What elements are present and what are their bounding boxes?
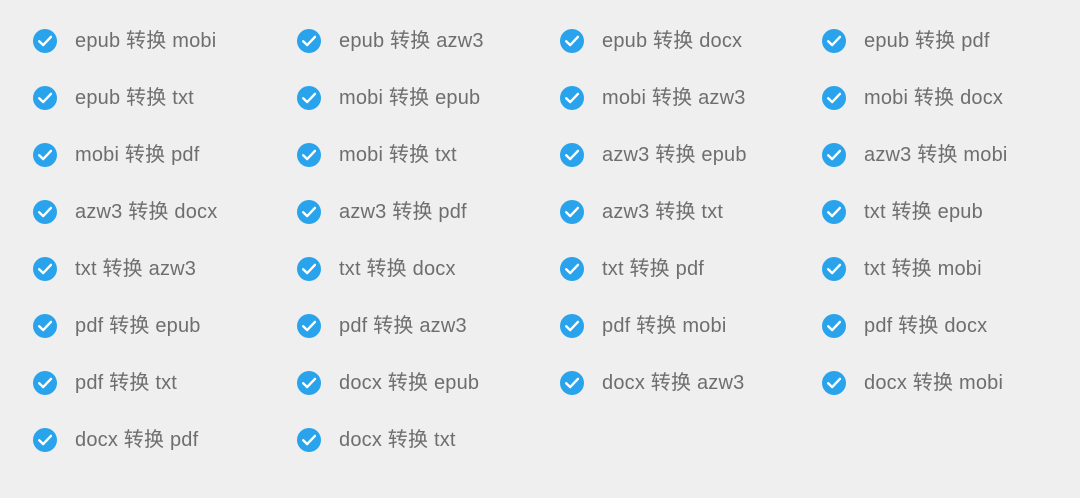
feature-item-label: txt 转换 pdf: [602, 258, 705, 280]
feature-item[interactable]: docx 转换 pdf: [33, 427, 198, 453]
feature-item-label: mobi 转换 txt: [339, 144, 457, 166]
feature-item-label: mobi 转换 docx: [864, 87, 1004, 109]
feature-item-label: pdf 转换 txt: [75, 372, 178, 394]
check-circle-icon[interactable]: [560, 200, 584, 224]
check-circle-icon[interactable]: [560, 257, 584, 281]
feature-item-label: docx 转换 mobi: [864, 372, 1004, 394]
check-circle-icon[interactable]: [560, 29, 584, 53]
feature-item-label: mobi 转换 pdf: [75, 144, 200, 166]
check-circle-icon[interactable]: [297, 428, 321, 452]
check-circle-icon[interactable]: [822, 371, 846, 395]
feature-item[interactable]: docx 转换 azw3: [560, 370, 744, 396]
check-circle-icon[interactable]: [33, 428, 57, 452]
check-circle-icon[interactable]: [33, 29, 57, 53]
feature-item[interactable]: epub 转换 azw3: [297, 28, 484, 54]
feature-item-label: docx 转换 txt: [339, 429, 456, 451]
check-circle-icon[interactable]: [297, 371, 321, 395]
feature-item-label: mobi 转换 azw3: [602, 87, 746, 109]
feature-item-label: docx 转换 epub: [339, 372, 480, 394]
feature-item-label: epub 转换 mobi: [75, 30, 217, 52]
check-circle-icon[interactable]: [33, 86, 57, 110]
check-circle-icon[interactable]: [560, 314, 584, 338]
feature-item-label: txt 转换 epub: [864, 201, 983, 223]
feature-item[interactable]: txt 转换 pdf: [560, 256, 704, 282]
feature-item-label: epub 转换 txt: [75, 87, 194, 109]
feature-column-1: epub 转换 mobi epub 转换 txt mobi 转换 pdf azw3 转…: [33, 0, 283, 498]
check-circle-icon[interactable]: [560, 371, 584, 395]
check-circle-icon[interactable]: [822, 257, 846, 281]
feature-item-label: pdf 转换 epub: [75, 315, 201, 337]
feature-item-label: epub 转换 docx: [602, 30, 743, 52]
feature-item[interactable]: txt 转换 mobi: [822, 256, 982, 282]
feature-item[interactable]: pdf 转换 epub: [33, 313, 201, 339]
check-circle-icon[interactable]: [297, 29, 321, 53]
feature-item-label: azw3 转换 txt: [602, 201, 724, 223]
check-circle-icon[interactable]: [33, 200, 57, 224]
check-circle-icon[interactable]: [33, 314, 57, 338]
feature-item[interactable]: epub 转换 txt: [33, 85, 194, 111]
feature-item[interactable]: azw3 转换 txt: [560, 199, 723, 225]
feature-item[interactable]: azw3 转换 mobi: [822, 142, 1008, 168]
feature-item[interactable]: docx 转换 txt: [297, 427, 456, 453]
feature-item-label: pdf 转换 mobi: [602, 315, 727, 337]
feature-item[interactable]: docx 转换 mobi: [822, 370, 1003, 396]
feature-item-label: docx 转换 pdf: [75, 429, 199, 451]
feature-item-label: docx 转换 azw3: [602, 372, 745, 394]
feature-item-label: txt 转换 docx: [339, 258, 456, 280]
feature-column-3: epub 转换 docx mobi 转换 azw3 azw3 转换 epub azw3…: [560, 0, 810, 498]
feature-item[interactable]: mobi 转换 epub: [297, 85, 480, 111]
feature-item[interactable]: azw3 转换 pdf: [297, 199, 467, 225]
feature-item[interactable]: pdf 转换 docx: [822, 313, 987, 339]
feature-item[interactable]: docx 转换 epub: [297, 370, 479, 396]
feature-item[interactable]: mobi 转换 txt: [297, 142, 457, 168]
feature-item-label: azw3 转换 epub: [602, 144, 747, 166]
feature-item-label: azw3 转换 docx: [75, 201, 218, 223]
check-circle-icon[interactable]: [297, 143, 321, 167]
check-circle-icon[interactable]: [822, 29, 846, 53]
feature-column-4: epub 转换 pdf mobi 转换 docx azw3 转换 mobi txt 转…: [822, 0, 1072, 498]
feature-item[interactable]: txt 转换 epub: [822, 199, 983, 225]
check-circle-icon[interactable]: [297, 314, 321, 338]
feature-item[interactable]: epub 转换 pdf: [822, 28, 990, 54]
check-circle-icon[interactable]: [560, 86, 584, 110]
check-circle-icon[interactable]: [33, 371, 57, 395]
feature-item[interactable]: txt 转换 docx: [297, 256, 456, 282]
check-circle-icon[interactable]: [297, 200, 321, 224]
feature-item-label: txt 转换 azw3: [75, 258, 197, 280]
check-circle-icon[interactable]: [33, 257, 57, 281]
feature-item-label: azw3 转换 mobi: [864, 144, 1008, 166]
check-circle-icon[interactable]: [297, 86, 321, 110]
check-circle-icon[interactable]: [560, 143, 584, 167]
check-circle-icon[interactable]: [297, 257, 321, 281]
feature-item[interactable]: mobi 转换 pdf: [33, 142, 199, 168]
feature-item-label: azw3 转换 pdf: [339, 201, 467, 223]
feature-item-label: pdf 转换 docx: [864, 315, 988, 337]
check-circle-icon[interactable]: [822, 86, 846, 110]
feature-item-label: pdf 转换 azw3: [339, 315, 467, 337]
check-circle-icon[interactable]: [33, 143, 57, 167]
feature-item[interactable]: mobi 转换 azw3: [560, 85, 746, 111]
feature-item[interactable]: pdf 转换 mobi: [560, 313, 726, 339]
feature-item-label: txt 转换 mobi: [864, 258, 982, 280]
check-circle-icon[interactable]: [822, 143, 846, 167]
feature-item[interactable]: txt 转换 azw3: [33, 256, 196, 282]
feature-item[interactable]: azw3 转换 docx: [33, 199, 217, 225]
check-circle-icon[interactable]: [822, 200, 846, 224]
feature-item-label: epub 转换 pdf: [864, 30, 990, 52]
feature-item[interactable]: pdf 转换 azw3: [297, 313, 467, 339]
feature-item-label: mobi 转换 epub: [339, 87, 481, 109]
check-circle-icon[interactable]: [822, 314, 846, 338]
feature-item[interactable]: pdf 转换 txt: [33, 370, 177, 396]
feature-item[interactable]: epub 转换 docx: [560, 28, 742, 54]
feature-item[interactable]: epub 转换 mobi: [33, 28, 216, 54]
feature-column-2: epub 转换 azw3 mobi 转换 epub mobi 转换 txt azw3 …: [297, 0, 547, 498]
feature-item[interactable]: mobi 转换 docx: [822, 85, 1003, 111]
feature-item[interactable]: azw3 转换 epub: [560, 142, 747, 168]
feature-item-label: epub 转换 azw3: [339, 30, 484, 52]
